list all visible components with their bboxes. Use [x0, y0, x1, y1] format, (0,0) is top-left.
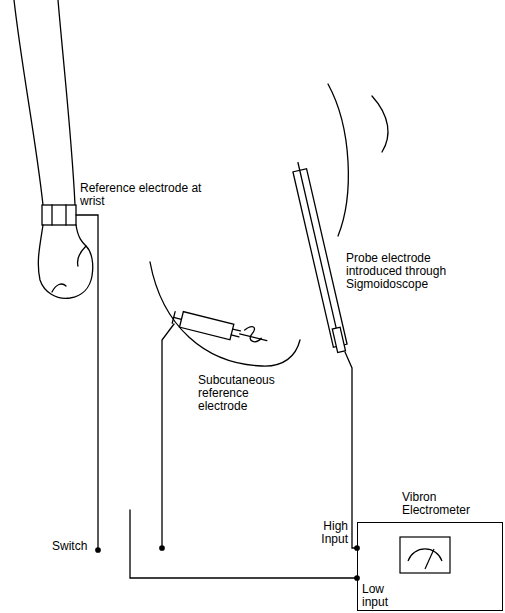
annotation-label: Subcutaneous reference electrode [198, 374, 284, 413]
meter-dial [396, 533, 456, 579]
annotation-label: Switch [52, 540, 97, 553]
switch-contact [160, 546, 164, 550]
hand-outline [52, 284, 66, 292]
wire [162, 324, 174, 548]
hand-outline [77, 246, 86, 266]
wrist-electrode [51, 205, 52, 225]
wire [345, 352, 357, 548]
electrometer-box: Vibron Electrometer [357, 522, 503, 611]
annotation-label: Low input [362, 583, 396, 609]
hand-outline [38, 225, 92, 298]
body-outline [150, 262, 300, 366]
annotation-label: High Input [312, 520, 348, 546]
annotation-label: Reference electrode at wrist [80, 182, 205, 208]
arm-outline [58, 0, 75, 205]
body-outline [328, 84, 348, 236]
arm-outline [14, 0, 43, 205]
annotation-label: Probe electrode introduced through Sigmo… [346, 252, 464, 291]
box-heading: Vibron Electrometer [402, 491, 492, 517]
wrist-electrode [42, 205, 76, 225]
body-outline [372, 96, 388, 152]
sigmoidoscope [291, 161, 348, 353]
wrist-electrode [65, 205, 66, 225]
subcutaneous-electrode [172, 308, 270, 349]
wire [76, 215, 98, 550]
switch-contact [96, 548, 100, 552]
switch-blade [130, 510, 357, 578]
